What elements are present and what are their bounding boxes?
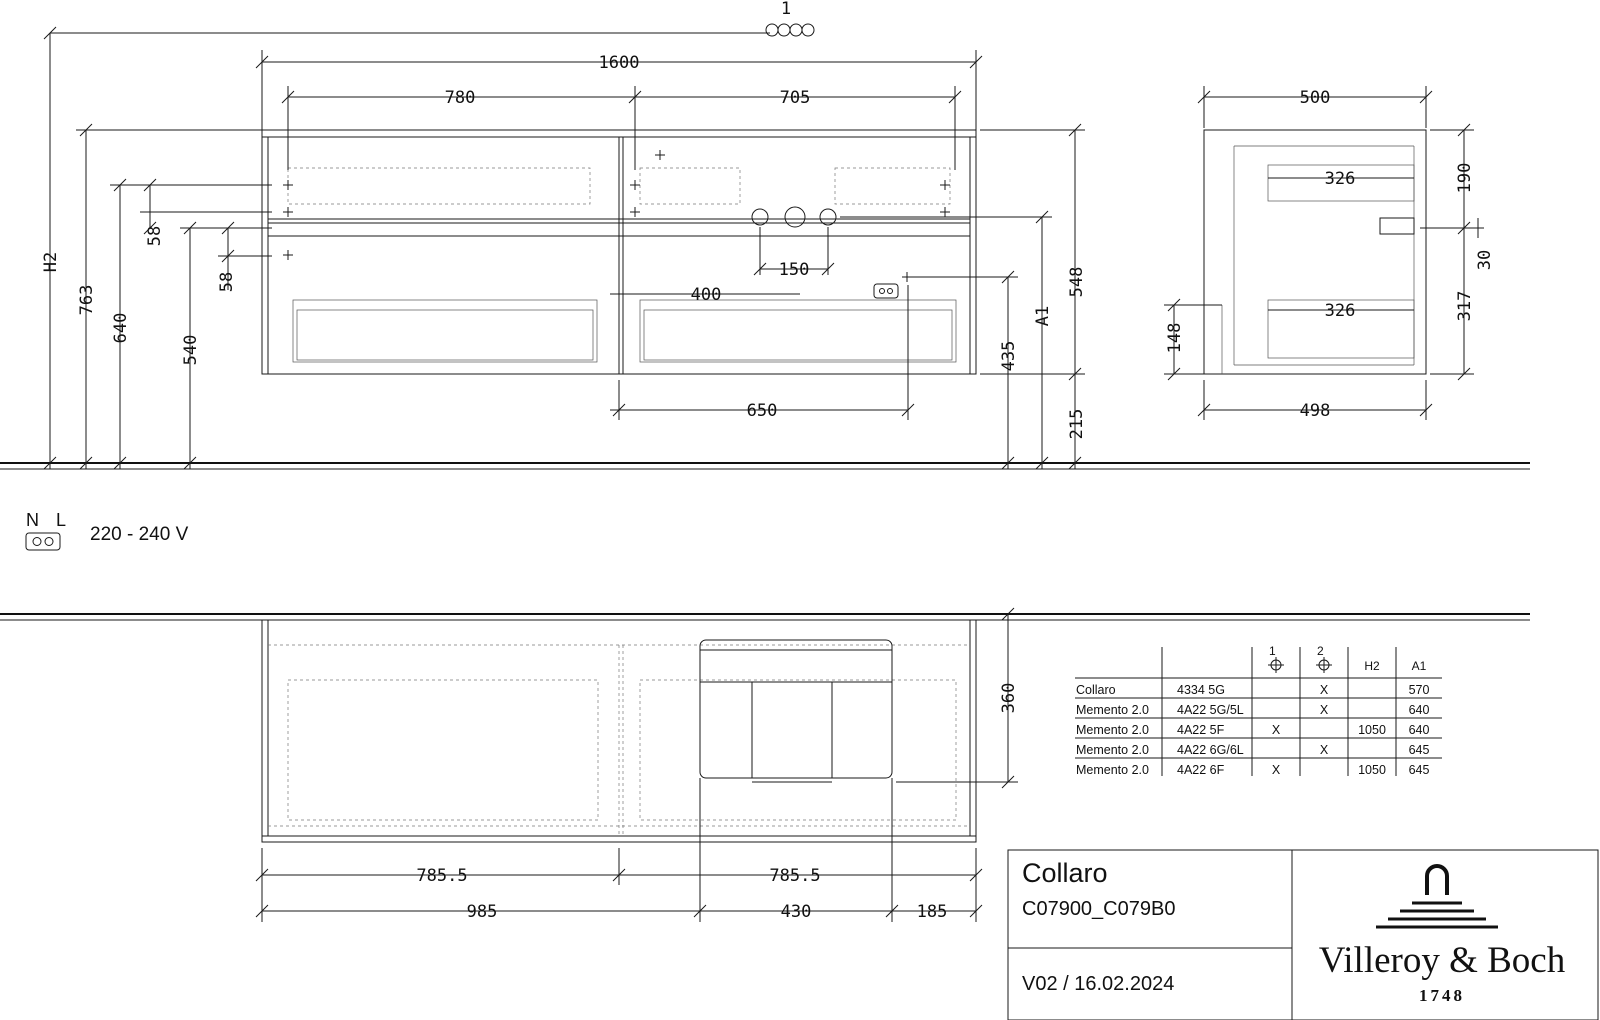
table-cell: 570 bbox=[1409, 683, 1430, 697]
dim-right-basin-offset: 705 bbox=[780, 88, 811, 108]
dim-h-763: 763 bbox=[77, 285, 97, 316]
electrical-note: N L 220 - 240 V bbox=[25, 510, 189, 551]
dim-side-317: 317 bbox=[1455, 291, 1475, 322]
dimension-labels: 1 1600 780 705 500 498 326 326 150 400 6… bbox=[41, 0, 1495, 922]
electrical-n-label: N bbox=[26, 510, 39, 530]
dim-top-marker: 1 bbox=[781, 0, 791, 19]
dim-gap-58-b: 58 bbox=[217, 272, 237, 292]
electrical-voltage: 220 - 240 V bbox=[90, 524, 189, 545]
dim-h-435: 435 bbox=[999, 341, 1019, 372]
table-cell: Memento 2.0 bbox=[1076, 723, 1149, 737]
floor-line-bottom bbox=[0, 613, 1530, 621]
dim-h-215: 215 bbox=[1067, 409, 1087, 440]
table-cell: X bbox=[1320, 743, 1329, 757]
brand-year: 1748 bbox=[1419, 986, 1465, 1005]
table-header-a1: A1 bbox=[1412, 659, 1427, 673]
table-cell: 4A22 6G/6L bbox=[1177, 743, 1244, 757]
dim-label-a1: A1 bbox=[1033, 306, 1053, 326]
table-cell: 4A22 6F bbox=[1177, 763, 1225, 777]
dimension-lines bbox=[43, 23, 1484, 922]
dim-side-upper-inner: 326 bbox=[1325, 169, 1356, 189]
table-cell: 4334 5G bbox=[1177, 683, 1225, 697]
table-cell: 645 bbox=[1409, 743, 1430, 757]
brand-name: Villeroy & Boch bbox=[1319, 940, 1566, 981]
table-cell: Memento 2.0 bbox=[1076, 703, 1149, 717]
table-cell: X bbox=[1320, 683, 1329, 697]
socket-icon bbox=[25, 532, 61, 551]
table-cell: X bbox=[1272, 763, 1281, 777]
dim-side-30: 30 bbox=[1475, 250, 1495, 270]
dim-drawer-650: 650 bbox=[747, 401, 778, 421]
floor-line-top bbox=[0, 462, 1530, 470]
table-cell: Memento 2.0 bbox=[1076, 743, 1149, 757]
product-code: C07900_C079B0 bbox=[1022, 898, 1175, 920]
table-cell: 4A22 5G/5L bbox=[1177, 703, 1244, 717]
electrical-l-label: L bbox=[56, 510, 66, 530]
plan-view bbox=[261, 619, 977, 843]
dim-h-540: 540 bbox=[181, 335, 201, 366]
dim-plan-785-right: 785.5 bbox=[769, 866, 820, 886]
tap-hole-2-icon bbox=[1316, 657, 1332, 673]
dim-side-depth: 500 bbox=[1300, 88, 1331, 108]
title-block: Collaro C07900_C079B0 V02 / 16.02.2024 V… bbox=[1007, 849, 1599, 1020]
table-cell: X bbox=[1320, 703, 1329, 717]
front-elevation bbox=[261, 129, 977, 375]
table-header-h2: H2 bbox=[1364, 659, 1380, 673]
drawing-version: V02 / 16.02.2024 bbox=[1022, 973, 1174, 995]
dim-plan-360: 360 bbox=[999, 683, 1019, 714]
fountain-icon bbox=[1376, 864, 1498, 929]
dim-overall-width: 1600 bbox=[599, 53, 640, 73]
dim-h-548: 548 bbox=[1067, 267, 1087, 298]
table-cell: 640 bbox=[1409, 723, 1430, 737]
dim-gap-58-a: 58 bbox=[145, 226, 165, 246]
dim-side-bottom-depth: 498 bbox=[1300, 401, 1331, 421]
dim-tap-spacing: 150 bbox=[779, 260, 810, 280]
table-cell: 1050 bbox=[1358, 723, 1386, 737]
dim-left-basin-offset: 780 bbox=[445, 88, 476, 108]
dim-plan-185: 185 bbox=[917, 902, 948, 922]
dim-plan-785-left: 785.5 bbox=[416, 866, 467, 886]
dim-socket-offset: 400 bbox=[691, 285, 722, 305]
table-cell: Memento 2.0 bbox=[1076, 763, 1149, 777]
tap-hole-1-icon bbox=[1268, 657, 1284, 673]
table-cell: X bbox=[1272, 723, 1281, 737]
table-cell: 640 bbox=[1409, 703, 1430, 717]
table-cell: Collaro bbox=[1076, 683, 1116, 697]
table-header-hole-2: 2 bbox=[1317, 644, 1324, 658]
product-name: Collaro bbox=[1022, 858, 1108, 888]
dim-plan-430: 430 bbox=[781, 902, 812, 922]
dim-side-lower-inner: 326 bbox=[1325, 301, 1356, 321]
dim-h-640: 640 bbox=[111, 313, 131, 344]
dim-plan-985: 985 bbox=[467, 902, 498, 922]
table-cell: 645 bbox=[1409, 763, 1430, 777]
table-cell: 4A22 5F bbox=[1177, 723, 1225, 737]
table-header-hole-1: 1 bbox=[1269, 644, 1276, 658]
brand-logo: Villeroy & Boch 1748 bbox=[1319, 864, 1566, 1005]
table-cell: 1050 bbox=[1358, 763, 1386, 777]
dim-label-h2: H2 bbox=[41, 252, 61, 272]
dim-side-190: 190 bbox=[1455, 163, 1475, 194]
dim-side-148: 148 bbox=[1165, 323, 1185, 354]
side-elevation bbox=[1203, 129, 1427, 375]
